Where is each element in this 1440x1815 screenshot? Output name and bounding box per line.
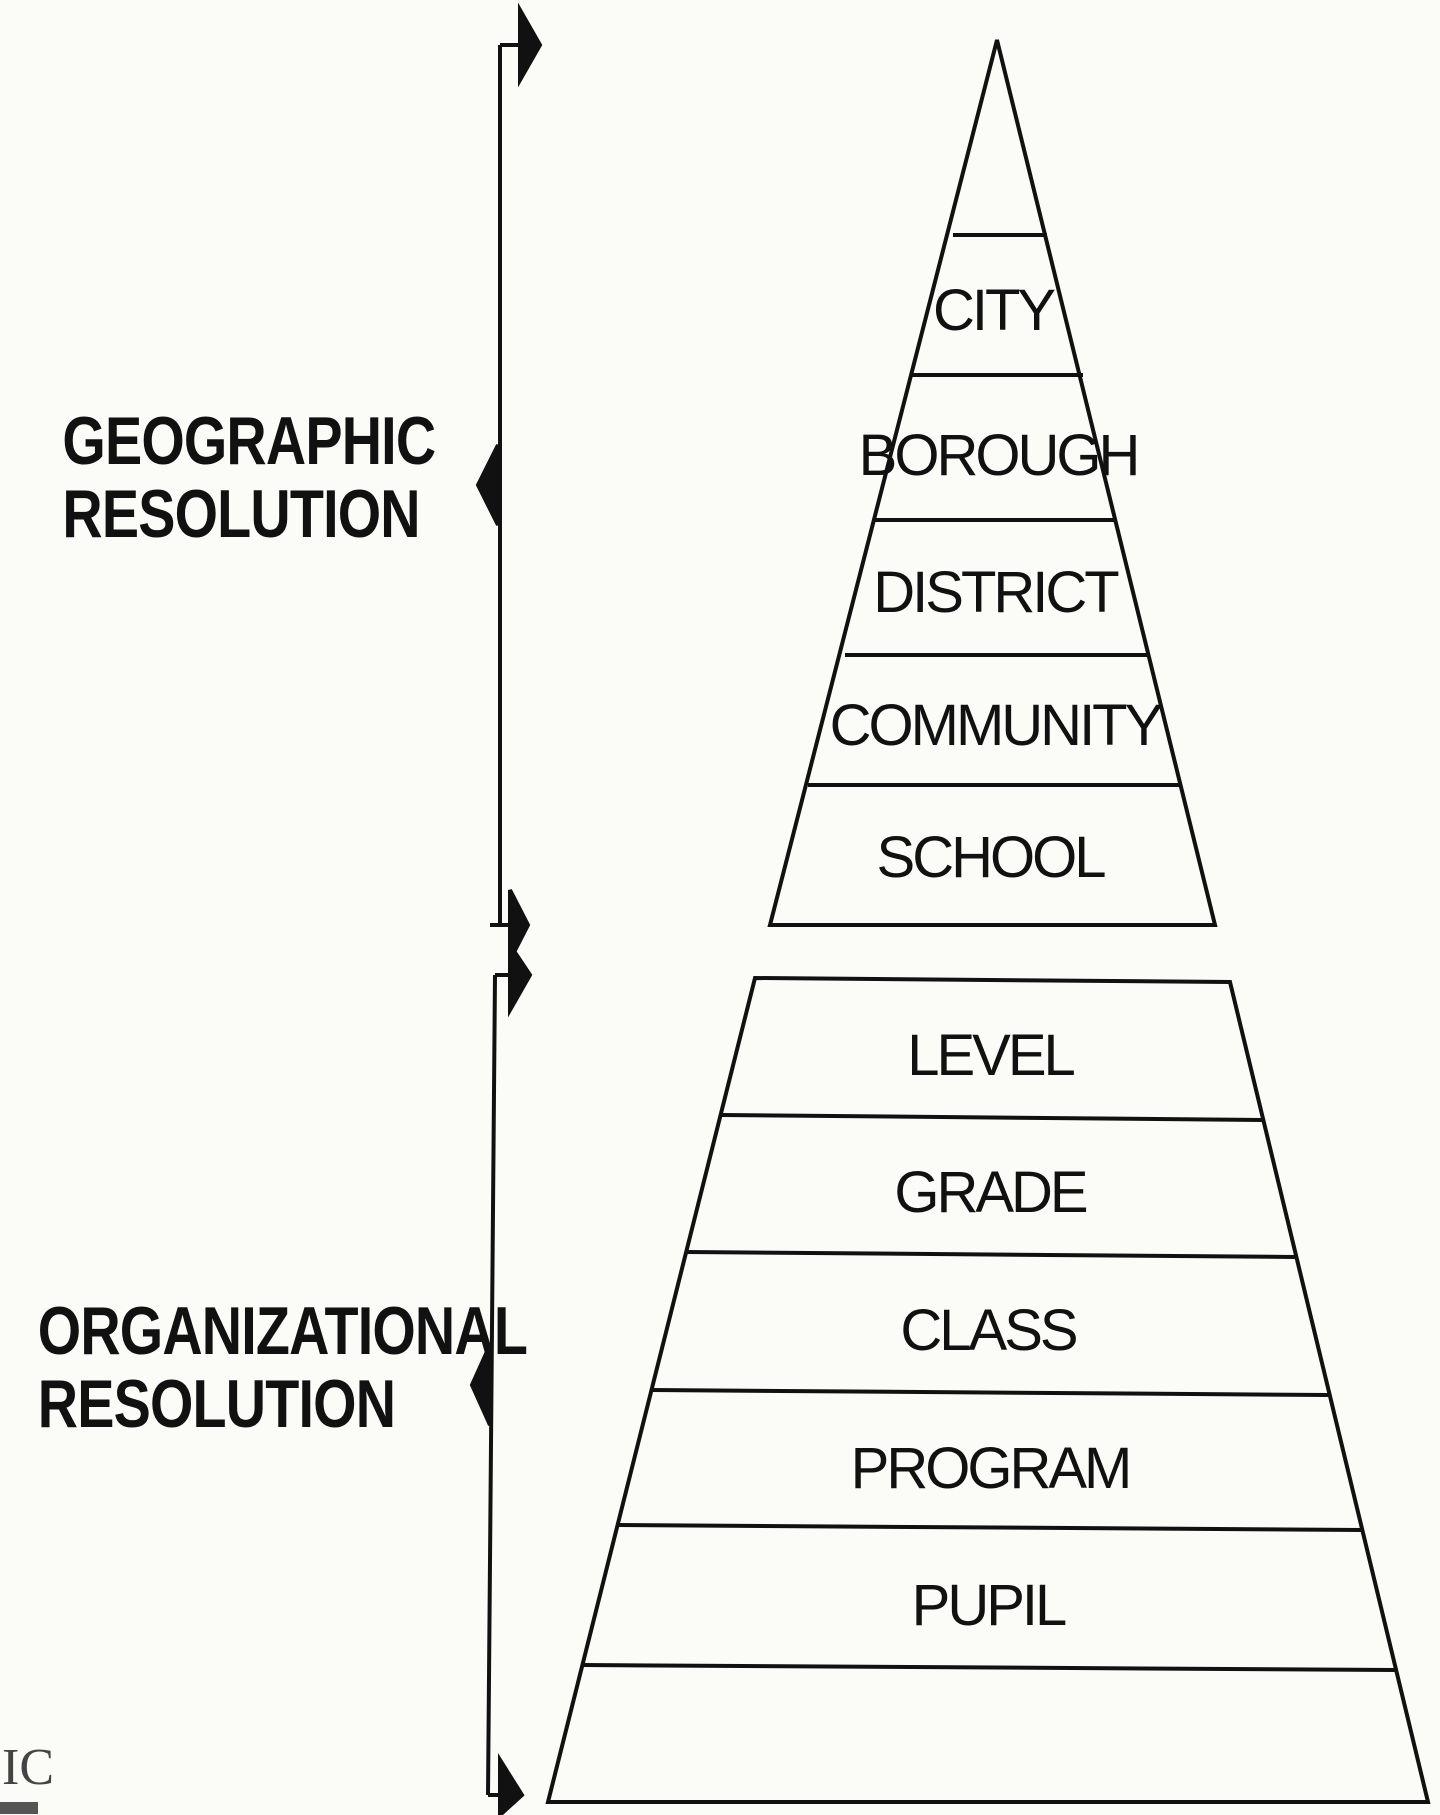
organizational-tier-level: LEVEL (907, 1023, 1074, 1088)
organizational-pyramid-outline (545, 975, 1431, 1804)
organizational-tier-program: PROGRAM (851, 1436, 1130, 1501)
organizational-tier-pupil: PUPIL (912, 1573, 1066, 1638)
organizational-pyramid (545, 975, 1431, 1804)
geographic-tier-city: CITY (933, 278, 1055, 343)
geographic-midpoint-pointer-icon (475, 444, 500, 526)
organizational-bracket (469, 938, 533, 1815)
organizational-midpoint-pointer-icon (469, 1344, 492, 1426)
geographic-bottom-arrow-icon (508, 889, 531, 961)
eric-logo-text: IC (2, 1739, 54, 1796)
organizational-divider-5 (582, 1663, 1396, 1672)
organizational-divider-3 (651, 1388, 1329, 1397)
geographic-bracket (475, 2, 543, 961)
organizational-divider-1 (721, 1113, 1263, 1122)
organizational-top-arrow-icon (508, 938, 533, 1018)
organizational-tier-labels: LEVEL GRADE CLASS PROGRAM PUPIL (851, 1023, 1133, 1638)
organizational-divider-4 (617, 1523, 1363, 1532)
organizational-tier-class: CLASS (900, 1298, 1077, 1363)
geographic-tier-labels: CITY BOROUGH DISTRICT COMMUNITY SCHOOL (830, 278, 1166, 890)
organizational-bottom-arrow-icon (498, 1753, 525, 1815)
eric-logo-bar (0, 1802, 38, 1814)
organizational-divider-2 (686, 1250, 1296, 1259)
geographic-pyramid-outline (767, 39, 1218, 927)
geographic-tier-community: COMMUNITY (830, 693, 1163, 758)
geographic-top-arrow-icon (518, 2, 543, 88)
organizational-label-line-2: RESOLUTION (37, 1366, 396, 1443)
geographic-tier-district: DISTRICT (873, 560, 1119, 625)
organizational-tier-grade: GRADE (894, 1160, 1087, 1225)
eric-logo: IC (0, 1730, 54, 1815)
geographic-tier-school: SCHOOL (877, 825, 1106, 890)
geographic-tier-borough: BOROUGH (859, 423, 1138, 488)
geographic-pyramid (767, 39, 1218, 927)
